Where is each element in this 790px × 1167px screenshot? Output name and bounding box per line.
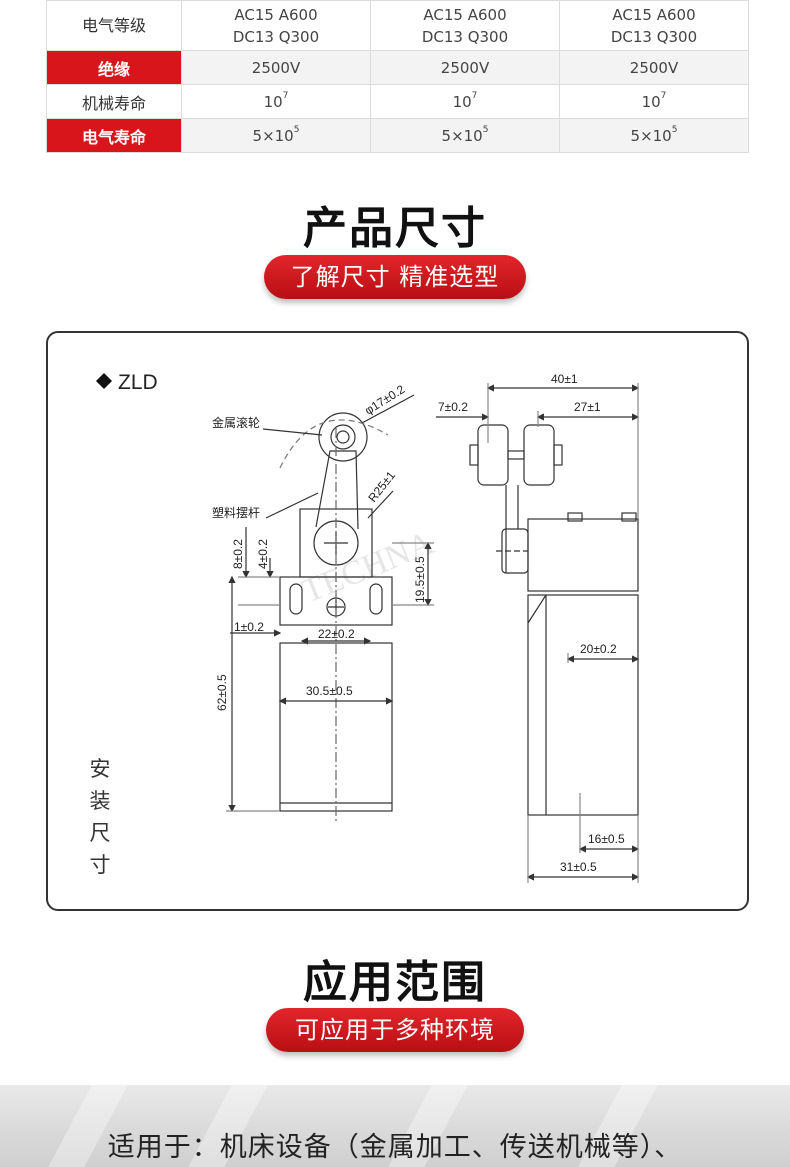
spec-value-line: DC13 Q300 <box>610 27 698 46</box>
dimension-drawing-svg: TECHNA ZLD <box>96 371 640 883</box>
dim-7: 7±0.2 <box>438 400 468 414</box>
mount-label: 安装尺寸 <box>89 757 111 877</box>
spec-label: 机械寿命 <box>46 84 182 119</box>
spec-cell: 2500V <box>181 50 371 85</box>
dim-62: 62±0.5 <box>215 674 229 711</box>
application-pill: 可应用于多种环境 <box>266 1008 524 1052</box>
dimension-drawing: TECHNA ZLD <box>46 331 749 911</box>
spec-exponent: 7 <box>471 90 478 101</box>
side-view <box>436 383 640 883</box>
dim-40: 40±1 <box>551 372 578 386</box>
spec-row-insulation: 绝缘 2500V 2500V 2500V <box>46 50 749 85</box>
spec-row-electrical-life: 电气寿命 5×105 5×105 5×105 <box>46 118 749 153</box>
application-banner: 适用于：机床设备（金属加工、传送机械等）、 <box>0 1085 790 1167</box>
spec-cell: 2500V <box>370 50 560 85</box>
dim-22: 22±0.2 <box>318 627 355 641</box>
spec-value-line: AC15 A600 <box>234 5 318 24</box>
dimensions-title: 产品尺寸 <box>303 203 487 254</box>
spec-exponent: 7 <box>282 90 289 101</box>
dim-27: 27±1 <box>574 400 601 414</box>
dimensions-pill: 了解尺寸 精准选型 <box>264 255 526 299</box>
banner-text: 适用于：机床设备（金属加工、传送机械等）、 <box>107 1132 683 1163</box>
spec-label: 绝缘 <box>46 50 182 85</box>
spec-base: 10 <box>641 92 661 111</box>
callout-arm: 塑料摆杆 <box>212 505 260 520</box>
dim-4: 4±0.2 <box>256 539 270 569</box>
spec-value-line: AC15 A600 <box>423 5 507 24</box>
model-label: ZLD <box>118 371 158 394</box>
spec-label: 电气等级 <box>46 0 182 51</box>
spec-exponent: 7 <box>660 90 667 101</box>
front-view <box>226 394 434 823</box>
dim-31: 31±0.5 <box>560 860 597 874</box>
dim-8: 8±0.2 <box>231 539 245 569</box>
callout-roller: 金属滚轮 <box>212 415 260 430</box>
spec-cell: 107 <box>181 84 371 119</box>
spec-base: 5×10 <box>630 126 672 145</box>
spec-cell: 107 <box>370 84 560 119</box>
dim-16: 16±0.5 <box>588 832 625 846</box>
spec-base: 5×10 <box>441 126 483 145</box>
spec-value-line: DC13 Q300 <box>232 27 320 46</box>
spec-base: 10 <box>263 92 283 111</box>
dim-20: 20±0.2 <box>580 642 617 656</box>
spec-exponent: 5 <box>482 124 489 135</box>
dim-1: 1±0.2 <box>234 620 264 634</box>
spec-cell: 5×105 <box>370 118 560 153</box>
spec-value-line: AC15 A600 <box>612 5 696 24</box>
dim-30-5: 30.5±0.5 <box>306 684 353 698</box>
spec-label: 电气寿命 <box>46 118 182 153</box>
spec-exponent: 5 <box>293 124 300 135</box>
spec-cell: 5×105 <box>181 118 371 153</box>
spec-value-line: DC13 Q300 <box>421 27 509 46</box>
spec-cell: 2500V <box>559 50 749 85</box>
application-title: 应用范围 <box>303 957 487 1008</box>
callout-radius: R25±1 <box>365 468 398 505</box>
spec-row-mechanical-life: 机械寿命 107 107 107 <box>46 84 749 119</box>
spec-exponent: 5 <box>671 124 678 135</box>
diamond-icon <box>96 373 112 389</box>
callout-roller-dia: φ17±0.2 <box>362 382 407 418</box>
spec-base: 10 <box>452 92 472 111</box>
dim-19-5: 19.5±0.5 <box>413 556 427 603</box>
spec-cell: 5×105 <box>559 118 749 153</box>
spec-base: 5×10 <box>252 126 294 145</box>
spec-cell: 107 <box>559 84 749 119</box>
